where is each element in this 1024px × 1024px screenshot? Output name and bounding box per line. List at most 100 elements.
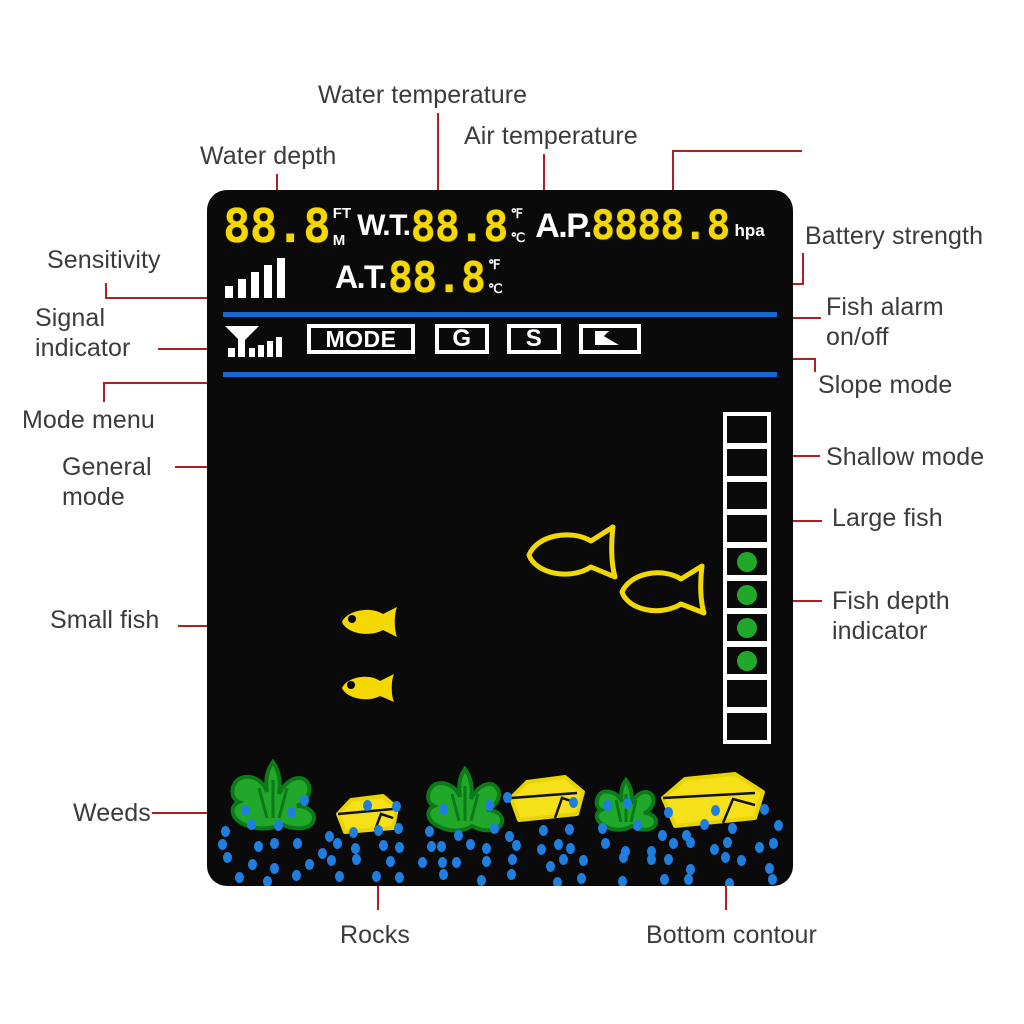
fish-depth-indicator [723, 412, 771, 744]
small-fish-1 [342, 607, 397, 637]
bottom-contour-dot [618, 876, 628, 886]
fish-depth-cell [723, 412, 771, 447]
annotation-fish-alarm: Fish alarm on/off [826, 293, 944, 351]
bottom-contour-dot [536, 844, 546, 856]
annotation-slope-mode: Slope mode [818, 371, 953, 399]
sensitivity-bars [225, 258, 285, 298]
bottom-contour-dot [545, 860, 555, 872]
bottom-contour-dot [391, 800, 401, 812]
bottom-contour-dot [505, 830, 515, 842]
leader-sensitivity-b [105, 283, 107, 299]
bottom-contour-dot [554, 838, 564, 850]
slope-mode-button[interactable] [579, 324, 641, 354]
bottom-contour-dot [317, 847, 327, 859]
water-depth-value: 88.8 [223, 199, 331, 253]
bottom-contour-dot [646, 853, 656, 865]
large-fish-2 [619, 563, 707, 616]
bottom-contour-dot [269, 862, 279, 874]
bottom-contour-dot [374, 825, 384, 837]
bottom-contour-dot [362, 799, 372, 811]
bottom-contour-dot [620, 846, 630, 858]
bottom-contour-dot [727, 823, 737, 835]
bottom-contour-dot [476, 875, 486, 886]
bottom-contour-dot [568, 796, 578, 808]
rock-3 [661, 772, 765, 828]
bottom-contour-dot [438, 804, 448, 816]
bottom-contour-dot [254, 840, 263, 852]
bottom-contour-dot [511, 839, 521, 851]
annotation-general-mode: General mode [62, 453, 152, 511]
bottom-contour-dot [274, 819, 284, 831]
bottom-contour-dot [485, 799, 495, 811]
general-mode-button[interactable]: G [435, 324, 489, 354]
slope-arrow-icon [595, 331, 619, 345]
bottom-contour-dot [710, 844, 720, 856]
water-temp-value: 88.8 [410, 201, 508, 251]
bottom-contour-dot [247, 858, 257, 870]
fish-depth-dot [737, 617, 757, 638]
bottom-contour-dot [291, 869, 301, 881]
bottom-contour-dot [222, 852, 232, 864]
bottom-contour-dot [699, 819, 709, 831]
sensitivity-bar [264, 265, 272, 298]
fish-depth-cell [723, 577, 771, 612]
leader-sensitivity-a [105, 297, 233, 299]
bottom-contour-dot [299, 794, 309, 806]
bottom-contour-dot [578, 854, 588, 866]
fish-depth-cell [723, 676, 771, 711]
bottom-contour-dot [378, 839, 388, 851]
leader-weeds [152, 812, 260, 814]
bottom-contour-dot [657, 830, 667, 842]
bottom-contour-dot [619, 852, 629, 864]
bottom-contour-dot [663, 853, 673, 865]
fish-depth-dot [737, 584, 757, 605]
mode-menu-button[interactable]: MODE [307, 324, 415, 354]
bottom-contour-dot [482, 842, 492, 854]
bottom-contour-dot [721, 852, 731, 864]
annotation-rocks: Rocks [340, 921, 410, 949]
fish-depth-cell [723, 544, 771, 579]
sensitivity-bar [238, 279, 246, 298]
bottom-contour-dot [269, 837, 279, 849]
bottom-contour-dot [438, 857, 448, 869]
fish-depth-cell [723, 445, 771, 480]
bottom-contour-dot [768, 837, 778, 849]
bottom-contour-dot [263, 875, 273, 886]
air-temp-label: A.T. [335, 258, 387, 295]
fish-depth-cell [723, 709, 771, 744]
annotation-weeds: Weeds [73, 799, 151, 827]
bottom-contour-dot [466, 839, 476, 851]
bottom-contour-dot [646, 845, 656, 857]
bottom-contour-dot [660, 874, 669, 885]
fish-depth-dot [737, 551, 757, 572]
bottom-contour-dot [623, 797, 633, 809]
sensitivity-bar [225, 286, 233, 298]
leader-battery-b [672, 150, 802, 152]
bottom-contour-dot [539, 825, 549, 836]
bottom-contour-dot [438, 869, 448, 880]
bottom-contour-dot [507, 869, 516, 881]
fish-depth-dot [737, 650, 757, 671]
bottom-contour-dot [602, 799, 612, 811]
sensitivity-bar [277, 258, 285, 298]
mode-bar: MODE G S [207, 322, 793, 364]
bottom-contour-dot [235, 872, 245, 884]
rock-1 [336, 794, 399, 834]
fish-depth-cell [723, 511, 771, 546]
bottom-contour-dot [324, 830, 334, 842]
fish-depth-cell [723, 643, 771, 678]
fish-finder-screen: 88.8 FT M W.T. 88.8 ℉ ℃ A.P. 8888.8 hpa … [207, 190, 793, 886]
bottom-contour-dot [293, 838, 302, 849]
shallow-mode-button[interactable]: S [507, 324, 561, 354]
air-temp-units: ℉ ℃ [488, 255, 503, 299]
small-fish-2 [342, 674, 394, 702]
bottom-contour-dot [683, 873, 693, 885]
bottom-contour-dot [755, 841, 764, 853]
bottom-contour-dot [774, 819, 784, 831]
bottom-contour-dot [558, 853, 568, 865]
leader-battery-d [802, 253, 804, 285]
bottom-contour-dot [566, 843, 576, 854]
large-fish-1 [526, 524, 618, 580]
bottom-contour-dot [725, 877, 735, 886]
